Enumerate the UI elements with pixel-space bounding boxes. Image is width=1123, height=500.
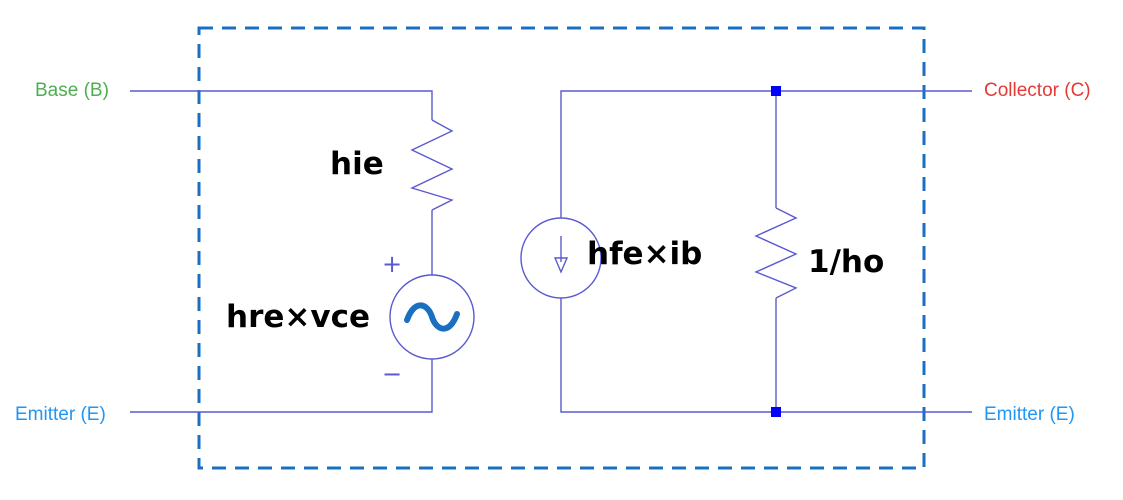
emitter-right-terminal-label: Emitter (E) — [984, 404, 1075, 425]
ho-resistor — [754, 207, 798, 299]
ac-sine-icon — [404, 302, 460, 332]
base-terminal-label: Base (B) — [35, 80, 109, 101]
current-source — [520, 217, 602, 299]
emitter-right-wire — [560, 298, 972, 413]
hie-label: hie — [330, 146, 384, 182]
plus-sign: + — [382, 250, 402, 278]
collector-terminal-label: Collector (C) — [984, 80, 1091, 101]
collector-wire — [560, 90, 972, 218]
emitter-left-terminal-label: Emitter (E) — [15, 404, 106, 425]
current-arrow-icon — [553, 257, 569, 274]
transistor-boundary-box — [197, 26, 926, 470]
base-wire — [130, 90, 433, 120]
minus-sign: − — [382, 360, 402, 388]
emitter-left-wire — [130, 359, 433, 413]
ho-label: 1/ho — [808, 244, 884, 280]
node-dot — [771, 86, 781, 96]
node-dot — [771, 407, 781, 417]
hre-vce-label: hre×vce — [226, 299, 370, 335]
hfe-ib-label: hfe×ib — [587, 236, 702, 272]
hie-resistor — [410, 119, 454, 211]
